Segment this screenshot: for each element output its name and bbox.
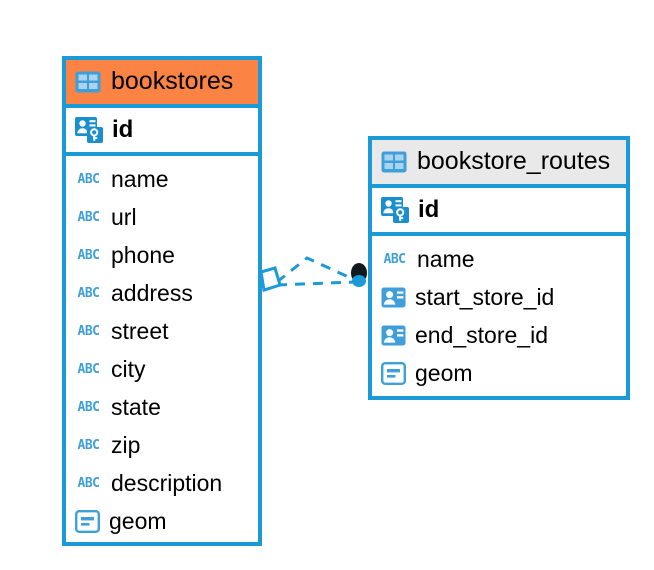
abc-text-icon: ABC [77, 209, 100, 225]
field-row[interactable]: ABC zip [66, 426, 258, 464]
marker-base [352, 275, 366, 287]
field-label: city [111, 355, 146, 382]
field-row[interactable]: ABC city [66, 350, 258, 388]
foreign-key-icon [381, 324, 406, 347]
field-label: name [111, 165, 169, 192]
field-label: state [111, 393, 161, 420]
relationship-connector[interactable] [255, 240, 385, 325]
field-label: start_store_id [415, 283, 555, 310]
abc-text-icon: ABC [77, 171, 100, 187]
primary-key-icon [381, 197, 409, 223]
primary-key-row[interactable]: id [372, 188, 626, 236]
field-label: phone [111, 241, 175, 268]
field-label: geom [415, 359, 473, 386]
entity-header-bookstores[interactable]: bookstores [66, 60, 258, 108]
field-label: name [417, 245, 475, 272]
filled-circle-marker [351, 263, 367, 283]
field-row[interactable]: end_store_id [372, 316, 626, 354]
field-row[interactable]: ABC description [66, 464, 258, 502]
abc-text-icon: ABC [77, 323, 100, 339]
field-label: street [111, 317, 169, 344]
field-label: zip [111, 431, 141, 458]
abc-text-icon: ABC [383, 251, 406, 267]
primary-key-row[interactable]: id [66, 108, 258, 156]
table-icon [381, 151, 407, 173]
field-label: id [418, 196, 440, 223]
entity-title: bookstore_routes [417, 147, 611, 175]
abc-text-icon: ABC [77, 399, 100, 415]
geometry-icon [381, 361, 406, 385]
foreign-key-icon [381, 286, 406, 309]
table-icon [75, 71, 101, 93]
field-label: description [111, 469, 223, 496]
primary-key-icon [75, 117, 103, 143]
field-row[interactable]: ABC state [66, 388, 258, 426]
field-row[interactable]: start_store_id [372, 278, 626, 316]
field-row[interactable]: ABC name [66, 160, 258, 198]
field-row[interactable]: geom [66, 502, 258, 540]
field-list-bookstore-routes: ABC name start_store_id [372, 236, 626, 398]
field-label: id [112, 116, 134, 143]
entity-table-bookstore-routes[interactable]: bookstore_routes id [368, 136, 630, 400]
entity-header-bookstore-routes[interactable]: bookstore_routes [372, 140, 626, 188]
abc-text-icon: ABC [77, 475, 100, 491]
relationship-line-lower [276, 280, 356, 287]
relationship-line-upper [276, 256, 356, 284]
field-row[interactable]: ABC name [372, 240, 626, 278]
geometry-icon [75, 509, 100, 533]
rhombus-marker [259, 266, 282, 292]
abc-text-icon: ABC [77, 247, 100, 263]
field-row[interactable]: ABC street [66, 312, 258, 350]
field-label: url [111, 203, 137, 230]
entity-table-bookstores[interactable]: bookstores id A [62, 56, 262, 546]
abc-text-icon: ABC [77, 361, 100, 377]
field-row[interactable]: ABC phone [66, 236, 258, 274]
field-list-bookstores: ABC name ABC url ABC phone ABC address A… [66, 156, 258, 546]
abc-text-icon: ABC [77, 285, 100, 301]
field-label: geom [109, 507, 167, 534]
entity-title: bookstores [111, 67, 234, 95]
field-row[interactable]: ABC url [66, 198, 258, 236]
field-label: end_store_id [415, 321, 548, 348]
field-row[interactable]: geom [372, 354, 626, 392]
abc-text-icon: ABC [77, 437, 100, 453]
field-label: address [111, 279, 193, 306]
field-row[interactable]: ABC address [66, 274, 258, 312]
